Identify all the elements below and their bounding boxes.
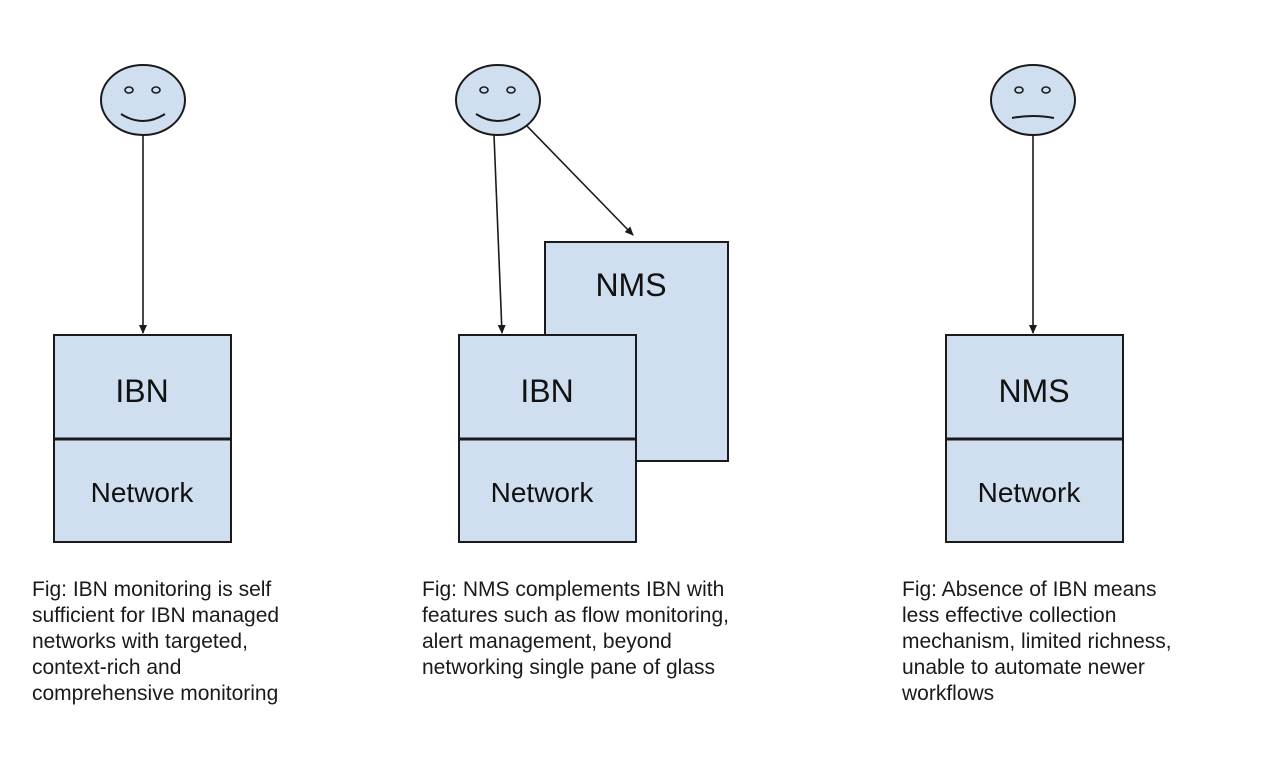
network-label: Network — [978, 477, 1082, 508]
network-label: Network — [491, 477, 595, 508]
caption-line: workflows — [902, 682, 995, 705]
caption-line: alert management, beyond — [422, 630, 672, 653]
caption-panel-1: Fig: IBN monitoring is self sufficient f… — [32, 577, 362, 707]
caption-line: comprehensive monitoring — [32, 682, 279, 705]
caption-line: sufficient for IBN managed — [32, 604, 280, 627]
ibn-label: IBN — [115, 373, 168, 409]
nms-label: NMS — [595, 267, 666, 303]
panel-2: NMS IBN Network — [455, 64, 729, 543]
happy-face-icon — [100, 64, 186, 136]
caption-line: Fig: Absence of IBN means — [902, 578, 1157, 601]
ibn-network-stack: IBN Network — [458, 334, 637, 543]
user-to-ibn-arrow — [493, 134, 506, 334]
ibn-label: IBN — [520, 373, 573, 409]
network-label: Network — [91, 477, 195, 508]
panel-1: IBN Network — [53, 64, 232, 543]
caption-line: networking single pane of glass — [422, 656, 716, 679]
caption-panel-3: Fig: Absence of IBN means less effective… — [902, 577, 1252, 707]
nms-label: NMS — [998, 373, 1069, 409]
caption-line: networks with targeted, — [32, 630, 248, 653]
caption-line: mechanism, limited richness, — [902, 630, 1172, 653]
caption-line: unable to automate newer — [902, 656, 1145, 679]
panel-3: NMS Network — [945, 64, 1124, 543]
caption-line: Fig: NMS complements IBN with — [422, 578, 725, 601]
caption-panel-2: Fig: NMS complements IBN with features s… — [422, 577, 822, 681]
user-to-nms-arrow — [526, 125, 634, 236]
caption-line: features such as flow monitoring, — [422, 604, 729, 627]
neutral-face-icon — [990, 64, 1076, 136]
caption-line: context-rich and — [32, 656, 182, 679]
nms-network-stack: NMS Network — [945, 334, 1124, 543]
caption-line: Fig: IBN monitoring is self — [32, 578, 272, 601]
happy-face-icon — [455, 64, 541, 136]
ibn-network-stack: IBN Network — [53, 334, 232, 543]
caption-line: less effective collection — [902, 604, 1117, 627]
